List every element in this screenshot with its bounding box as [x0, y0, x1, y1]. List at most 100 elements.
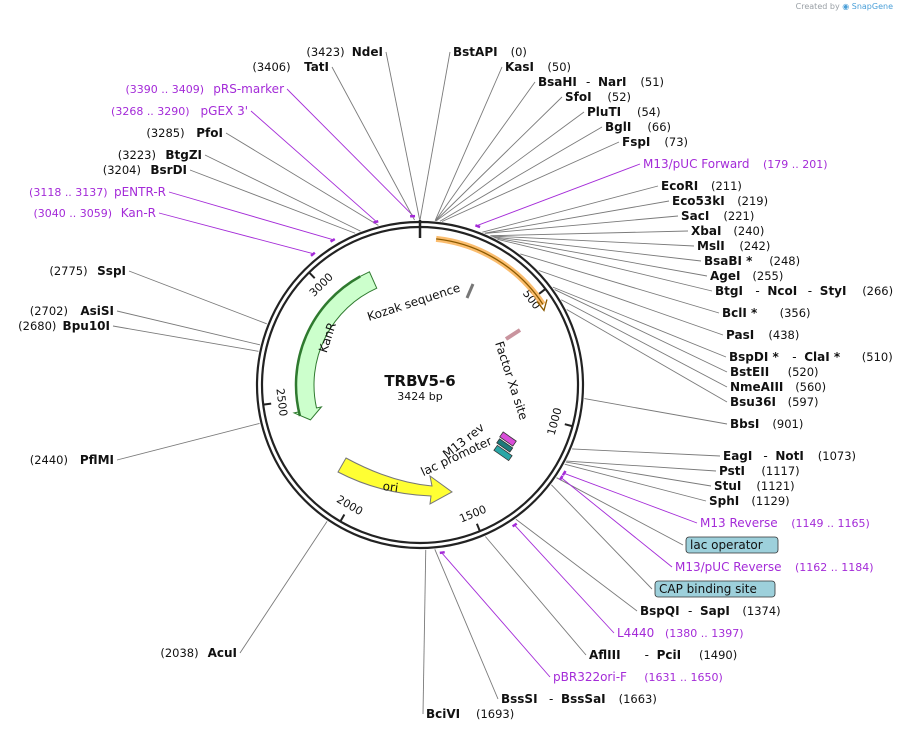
ori-feature[interactable] [337, 457, 453, 505]
annotation-ecori[interactable]: EcoRI(211) [661, 179, 742, 193]
leader-line [556, 477, 684, 546]
annotation-bspqi-sapi[interactable]: BspQI-SapI(1374) [640, 604, 781, 618]
annotation-bstapi[interactable]: BstAPI(0) [453, 45, 527, 59]
site-position: (0) [511, 45, 527, 59]
feature-label-ori: ori [382, 479, 399, 495]
site-position: (3223) [118, 148, 156, 162]
leader-line [158, 212, 313, 254]
credit-brand: SnapGene [851, 2, 893, 11]
leader-line [434, 549, 499, 700]
primer-name: Kan-R [121, 206, 156, 220]
annotation-sphi[interactable]: SphI(1129) [709, 494, 790, 508]
separator: - [763, 449, 767, 463]
enzyme-name: Eco53kI [672, 194, 725, 208]
annotation-pentr-r[interactable]: pENTR-R(3118 .. 3137) [29, 185, 166, 199]
enzyme-name: StyI [820, 284, 847, 298]
snapgene-logo-icon: ◉ [842, 2, 850, 11]
site-position: (219) [737, 194, 768, 208]
leader-line [492, 236, 702, 262]
annotation-acui[interactable]: AcuI(2038) [160, 646, 237, 660]
annotation-kasi[interactable]: KasI(50) [505, 60, 571, 74]
enzyme-name: PflMI [80, 453, 114, 467]
annotation-pasi[interactable]: PasI(438) [726, 328, 799, 342]
annotation-bsrdi[interactable]: BsrDI(3204) [103, 163, 187, 177]
site-position: (2440) [30, 453, 68, 467]
feature-box-label: CAP binding site [659, 582, 757, 596]
annotation-pflmi[interactable]: PflMI (2440) [30, 453, 114, 467]
enzyme-name: NmeAIII [730, 380, 783, 394]
leader-line [551, 484, 653, 590]
site-position: (356) [780, 306, 811, 320]
leader-line [435, 96, 563, 222]
tick-mark [339, 514, 346, 522]
annotation-agei[interactable]: AgeI(255) [710, 269, 783, 283]
annotation-bsabi[interactable]: BsaBI *(248) [704, 254, 800, 268]
enzyme-name: BssSI [501, 692, 538, 706]
site-position: (73) [664, 135, 688, 149]
enzyme-name: PciI [657, 648, 682, 662]
annotation-m13-reverse[interactable]: M13 Reverse(1149 .. 1165) [700, 516, 870, 530]
m13-rev-feature[interactable] [499, 431, 517, 447]
site-position: (1117) [761, 464, 799, 478]
annotation-psti[interactable]: PstI(1117) [719, 464, 800, 478]
annotation-cap-binding-site[interactable]: CAP binding site [654, 580, 776, 598]
site-position: (3390 .. 3409) [125, 83, 204, 96]
leader-line [572, 448, 721, 457]
annotation-btgzi[interactable]: BtgZI(3223) [118, 148, 202, 162]
annotation-stui[interactable]: StuI(1121) [714, 479, 795, 493]
annotation-btgi-ncoi-styi[interactable]: BtgI-NcoI-StyI(266) [715, 284, 893, 298]
annotation-pluti[interactable]: PluTI(54) [587, 105, 661, 119]
leader-line [435, 81, 536, 221]
enzyme-name: BbsI [730, 417, 759, 431]
annotation-saci[interactable]: SacI(221) [681, 209, 754, 223]
annotation-asisi[interactable]: AsiSI(2702) [30, 304, 114, 318]
annotation-m13-puc-forward[interactable]: M13/pUC Forward(179 .. 201) [643, 157, 828, 171]
annotation-bsteii[interactable]: BstEII(520) [730, 365, 819, 379]
annotation-lac-operator[interactable]: lac operator [685, 536, 779, 554]
annotation-tati[interactable]: TatI(3406) [252, 60, 329, 74]
annotation-sspi[interactable]: SspI(2775) [49, 264, 126, 278]
annotation-bspdi-clai[interactable]: BspDI *-ClaI *(510) [729, 350, 893, 364]
leader-line [116, 310, 261, 346]
m13-reverse-mark [561, 470, 567, 476]
annotation-bsahi-nari[interactable]: BsaHI-NarI(51) [538, 75, 664, 89]
annotation-afliii-pcii[interactable]: AflIII-PciI(1490) [589, 648, 737, 662]
tick-mark [263, 402, 272, 406]
lac-operator-feature[interactable] [496, 438, 514, 453]
annotation-nmeaiii[interactable]: NmeAIII (560) [730, 380, 826, 394]
enzyme-name: StuI [714, 479, 741, 493]
annotation-ndei[interactable]: NdeI(3423) [306, 45, 383, 59]
annotation-kan-r[interactable]: Kan-R(3040 .. 3059) [33, 206, 156, 220]
annotation-pfoi[interactable]: PfoI(3285) [146, 126, 223, 140]
annotation-bsssi-bsssai[interactable]: BssSI-BssSaI(1663) [501, 692, 657, 706]
annotation-eagi-noti[interactable]: EagI-NotI(1073) [723, 449, 856, 463]
annotation-fspi[interactable]: FspI(73) [622, 135, 688, 149]
annotation-xbai[interactable]: XbaI(240) [691, 224, 764, 238]
annotation-bsu36i[interactable]: Bsu36I(597) [730, 395, 819, 409]
factor-xa-feature[interactable] [504, 328, 522, 341]
annotation-bbsi[interactable]: BbsI(901) [730, 417, 803, 431]
annotation-msli[interactable]: MslI(242) [697, 239, 770, 253]
annotation-pgex-3[interactable]: pGEX 3'(3268 .. 3290) [111, 104, 248, 118]
annotation-bcli[interactable]: BclI *(356) [722, 306, 811, 320]
annotation-bgli[interactable]: BglI(66) [605, 120, 671, 134]
enzyme-name: SphI [709, 494, 739, 508]
site-position: (266) [862, 284, 893, 298]
m13-puc-reverse-mark [558, 475, 564, 481]
plasmid-name: TRBV5-6 [384, 372, 455, 390]
enzyme-name: EagI [723, 449, 752, 463]
annotation-bpu10i[interactable]: Bpu10I(2680) [18, 319, 110, 333]
lac-promoter-feature[interactable] [493, 444, 513, 462]
annotation-pbr322ori-f[interactable]: pBR322ori-F(1631 .. 1650) [553, 670, 723, 684]
leader-line [538, 270, 724, 336]
annotation-m13-puc-reverse[interactable]: M13/pUC Reverse(1162 .. 1184) [675, 560, 874, 574]
site-position: (560) [795, 380, 826, 394]
annotation-l4440[interactable]: L4440(1380 .. 1397) [617, 626, 744, 640]
enzyme-name: Bsu36I [730, 395, 776, 409]
annotation-bcivi[interactable]: BciVI(1693) [426, 707, 514, 721]
kozak-feature[interactable] [465, 283, 475, 299]
annotation-prs-marker[interactable]: pRS-marker(3390 .. 3409) [125, 82, 284, 96]
annotation-eco53ki[interactable]: Eco53kI (219) [672, 194, 768, 208]
annotation-sfoi[interactable]: SfoI(52) [565, 90, 631, 104]
